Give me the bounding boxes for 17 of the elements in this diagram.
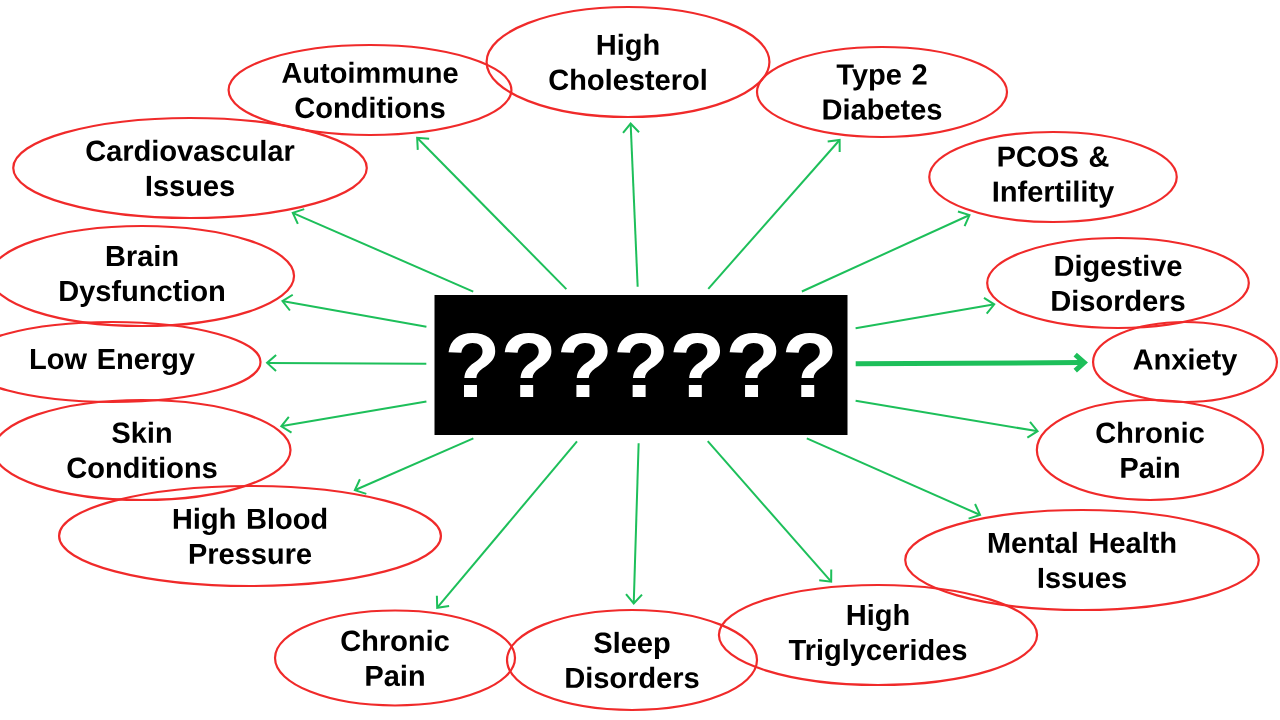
arrow: [265, 353, 428, 372]
arrow: [707, 138, 841, 290]
arrow: [291, 208, 475, 293]
arrow: [435, 440, 578, 609]
arrow: [622, 122, 641, 288]
arrow: [625, 442, 643, 605]
center-box: ???????: [434, 295, 848, 435]
arrow: [854, 399, 1040, 439]
arrow: [353, 437, 475, 495]
arrow: [416, 136, 568, 291]
arrow: [805, 437, 982, 520]
arrow: [279, 400, 428, 434]
arrow: [281, 293, 428, 328]
arrow: [855, 352, 1088, 373]
arrow: [800, 210, 971, 293]
arrow: [854, 296, 996, 330]
arrow: [706, 440, 833, 583]
